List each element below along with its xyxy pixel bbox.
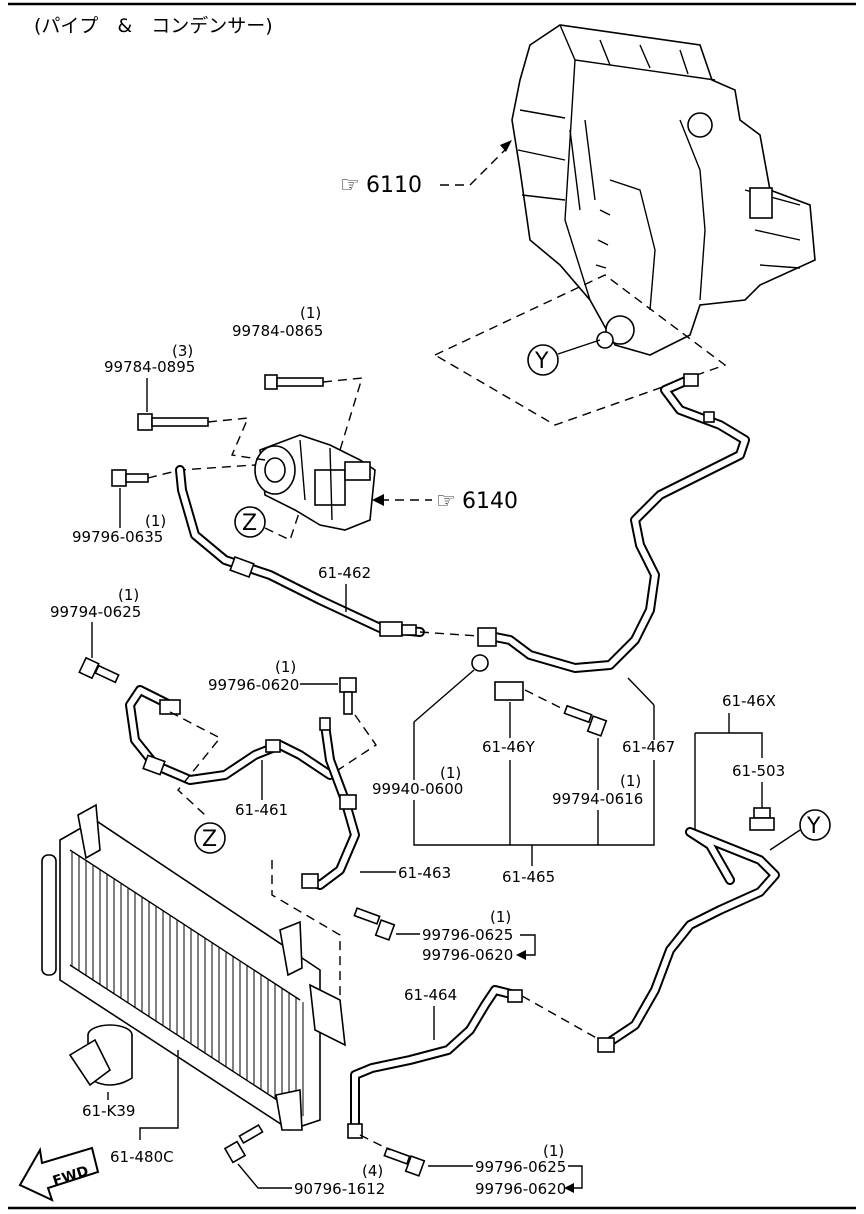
label-61-464: 61-464: [404, 986, 457, 1004]
qty-99794-0616: (1): [620, 772, 641, 790]
bolt-99796-0625-mid: [353, 907, 396, 941]
label-99796-0620-mid: 99796-0620: [422, 946, 513, 964]
marker-z-bottom-text: Z: [202, 827, 217, 852]
marker-y-right-text: Y: [806, 814, 821, 839]
pipe-61-462: [175, 465, 425, 637]
label-6110: 6110: [366, 173, 422, 198]
label-99784-0895: 99784-0895: [104, 358, 195, 376]
label-61-463: 61-463: [398, 864, 451, 882]
hvac-unit-drawing: [511, 24, 816, 356]
bolt-99796-0620: [339, 677, 357, 715]
bolt-99784-0865: [264, 374, 324, 390]
qty-90796-1612: (4): [362, 1162, 383, 1180]
label-99796-0625-bottom: 99796-0625: [475, 1158, 566, 1176]
bolt-90796-1612: [223, 1123, 264, 1164]
label-61-465: 61-465: [502, 868, 555, 886]
marker-y-top-text: Y: [534, 349, 549, 374]
label-6140: 6140: [462, 489, 518, 514]
label-99796-0620: 99796-0620: [208, 676, 299, 694]
label-90796-1612: 90796-1612: [294, 1180, 385, 1198]
qty-99784-0895: (3): [172, 342, 193, 360]
bolt-99796-0625-bottom: [383, 1147, 426, 1177]
label-99796-0625-mid: 99796-0625: [422, 926, 513, 944]
condenser-drawing: [41, 803, 346, 1131]
bolt-99784-0895: [137, 413, 209, 431]
marker-y-top: [527, 344, 559, 376]
fwd-arrow: FWD: [18, 1146, 100, 1202]
qty-99794-0625: (1): [118, 586, 139, 604]
bolt-99794-0616: [563, 704, 608, 737]
switch-61-503: [749, 807, 775, 831]
bolt-99794-0625: [78, 656, 120, 684]
qty-99796-0625-mid: (1): [490, 908, 511, 926]
pipe-61-46X: [597, 827, 780, 1053]
label-61-480C: 61-480C: [110, 1148, 174, 1166]
pipe-61-461: [125, 685, 335, 785]
marker-z-bottom: [194, 822, 226, 854]
qty-99796-0635: (1): [145, 512, 166, 530]
label-99940-0600: 99940-0600: [372, 780, 463, 798]
label-61-461: 61-461: [235, 801, 288, 819]
label-61-46X: 61-46X: [722, 692, 776, 710]
ref-icon-6110: ☞: [340, 173, 360, 198]
label-99796-0620-bottom: 99796-0620: [475, 1180, 566, 1198]
qty-99796-0620: (1): [275, 658, 296, 676]
pipe-61-467: [477, 373, 750, 673]
qty-99796-0625-bottom: (1): [543, 1142, 564, 1160]
ref-icon-6140: ☞: [436, 489, 456, 514]
pipe-61-463: [301, 717, 360, 890]
label-99796-0635: 99796-0635: [72, 528, 163, 546]
label-99784-0865: 99784-0865: [232, 322, 323, 340]
label-61-503: 61-503: [732, 762, 785, 780]
marker-z-top: [234, 506, 266, 538]
label-99794-0625: 99794-0625: [50, 603, 141, 621]
label-61-462: 61-462: [318, 564, 371, 582]
label-61-46Y: 61-46Y: [482, 738, 536, 756]
marker-z-top-text: Z: [242, 511, 257, 536]
compressor-drawing: [254, 434, 376, 531]
label-99794-0616: 99794-0616: [552, 790, 643, 808]
fitting-61-46Y: [471, 654, 524, 701]
drier-61-K39: [68, 1024, 133, 1087]
qty-99940-0600: (1): [440, 764, 461, 782]
page-title: (パイプ & コンデンサー): [34, 15, 273, 37]
label-61-467: 61-467: [622, 738, 675, 756]
qty-99784-0865: (1): [300, 304, 321, 322]
bolt-99796-0635: [111, 469, 149, 487]
label-61-K39: 61-K39: [82, 1102, 135, 1120]
pipe-61-464: [347, 985, 523, 1139]
marker-y-right: [799, 809, 831, 841]
